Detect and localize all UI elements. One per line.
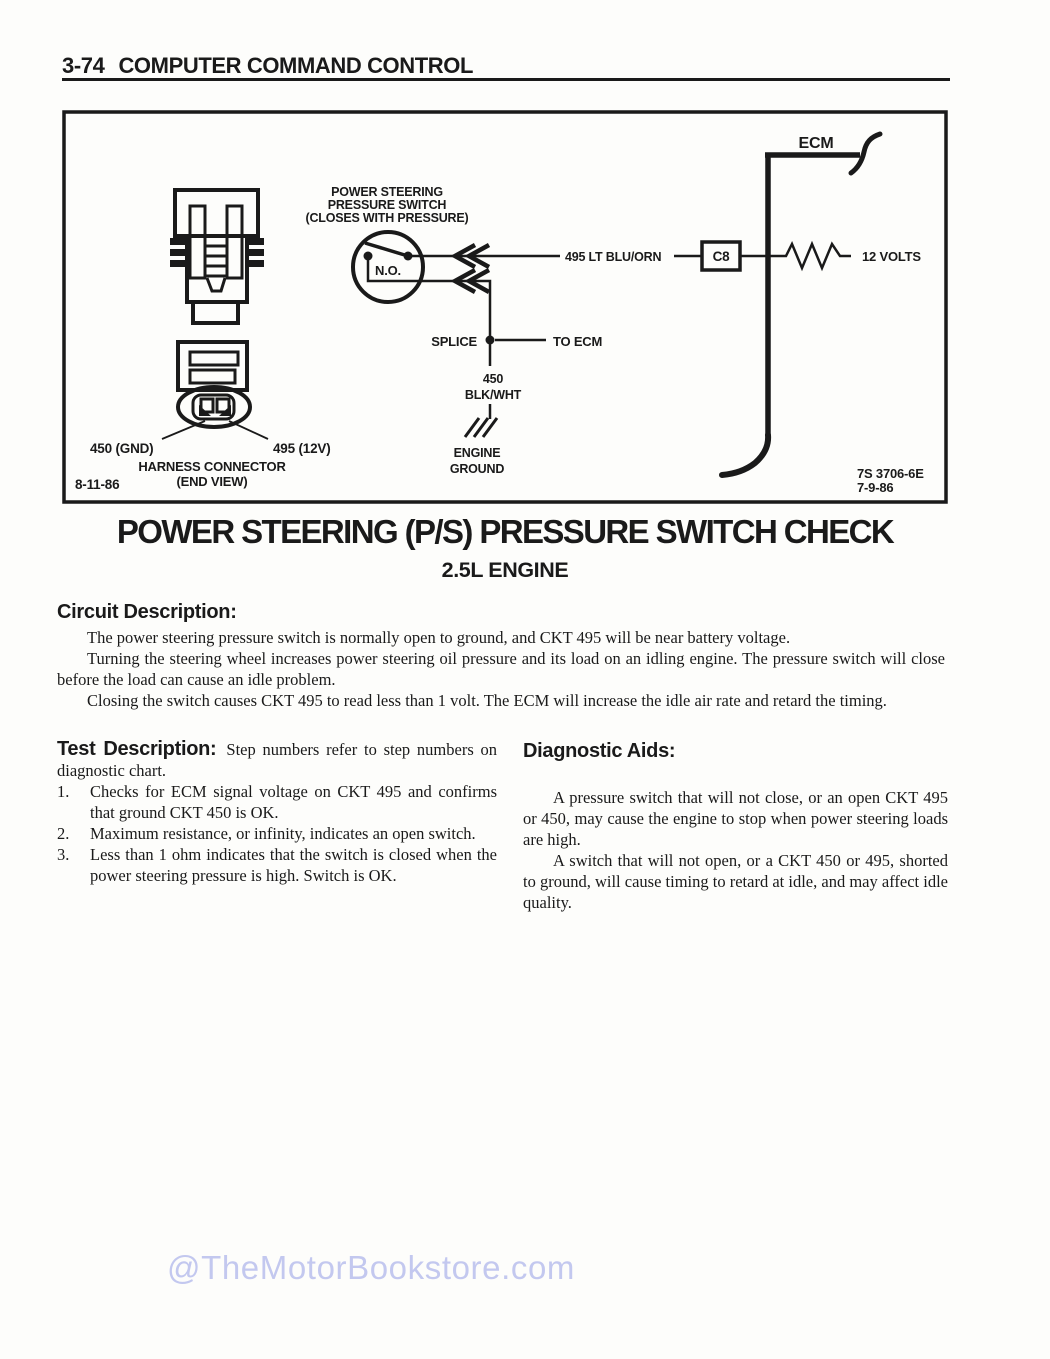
page-subtitle: 2.5L ENGINE [441, 558, 569, 582]
pressure-switch-symbol [351, 230, 492, 366]
test-step-number: 3. [57, 845, 70, 864]
to-ecm-label: TO ECM [553, 334, 602, 349]
wire-450-label1: 450 [483, 372, 504, 386]
wire-450-label2: BLK/WHT [465, 388, 522, 402]
circuit-description-heading: Circuit Description: [57, 601, 237, 623]
switch-label-line1: POWER STEERING [331, 185, 443, 199]
test-step-text: Less than 1 ohm indicates that the switc… [90, 845, 497, 885]
page-number: 3-74 [62, 53, 105, 78]
test-description-intro: Step numbers refer to step numbers on di… [57, 740, 498, 780]
diagram-reference: 7S 3706-6E [857, 466, 924, 481]
test-step-number: 2. [57, 824, 70, 843]
harness-connector-end-view [161, 340, 269, 440]
engine-ground-label2: GROUND [450, 462, 505, 476]
switch-state-label: N.O. [375, 263, 401, 278]
test-description-lead: Test Description:Step numbers refer to s… [57, 739, 497, 781]
resistor-symbol [770, 240, 851, 272]
switch-label-line2: PRESSURE SWITCH [328, 198, 447, 212]
wiring-diagram: POWER STEERING PRESSURE SWITCH (CLOSES W… [62, 110, 948, 504]
ecm-boundary [719, 131, 883, 478]
circuit-description-section: Circuit Description: The power steering … [57, 600, 945, 711]
voltage-label: 12 VOLTS [862, 249, 921, 264]
diagram-border [62, 110, 948, 504]
ground-symbol [463, 417, 499, 438]
diagnostic-aids-paragraph: A pressure switch that will not close, o… [523, 788, 948, 849]
test-description-section: Test Description:Step numbers refer to s… [57, 739, 497, 886]
test-step-text: Checks for ECM signal voltage on CKT 495… [90, 782, 497, 822]
page-title: POWER STEERING (P/S) PRESSURE SWITCH CHE… [116, 513, 895, 550]
connector-c8-label: C8 [713, 249, 731, 264]
engine-ground-label1: ENGINE [454, 446, 501, 460]
terminal-495-label: 495 (12V) [273, 441, 331, 456]
test-step-item: 1. Checks for ECM signal voltage on CKT … [57, 781, 497, 823]
watermark: @TheMotorBookstore.com [167, 1249, 576, 1286]
wire-495-label: 495 LT BLU/ORN [565, 250, 661, 264]
circuit-description-paragraph: The power steering pressure switch is no… [87, 628, 791, 647]
diagnostic-aids-paragraph: A switch that will not open, or a CKT 45… [523, 851, 948, 912]
splice-dot [485, 335, 495, 345]
ecm-label: ECM [799, 135, 834, 152]
splice-label: SPLICE [431, 334, 477, 349]
diagram-date-right: 7-9-86 [857, 480, 893, 495]
test-step-text: Maximum resistance, or infinity, indicat… [90, 824, 476, 843]
test-step-item: 3. Less than 1 ohm indicates that the sw… [57, 844, 497, 886]
diagram-date-left: 8-11-86 [75, 477, 120, 492]
pressure-switch-side-view [170, 188, 264, 325]
terminal-450-label: 450 (GND) [90, 441, 153, 456]
header-rule [62, 78, 950, 81]
test-step-number: 1. [57, 782, 70, 801]
page-header: 3-74 COMPUTER COMMAND CONTROL [62, 53, 473, 79]
harness-connector-label1: HARNESS CONNECTOR [138, 459, 286, 474]
chapter-title: COMPUTER COMMAND CONTROL [118, 53, 474, 78]
circuit-description-paragraph: Closing the switch causes CKT 495 to rea… [87, 691, 887, 710]
switch-label-line3: (CLOSES WITH PRESSURE) [306, 211, 469, 225]
test-step-item: 2. Maximum resistance, or infinity, indi… [57, 823, 497, 844]
diagnostic-aids-section: Diagnostic Aids: A pressure switch that … [523, 739, 948, 913]
circuit-description-paragraph: Turning the steering wheel increases pow… [57, 649, 945, 689]
test-description-heading: Test Description: [57, 738, 217, 760]
diagnostic-aids-heading: Diagnostic Aids: [523, 740, 676, 762]
connector-chevron-icon-top [450, 243, 491, 269]
harness-connector-label2: (END VIEW) [177, 474, 248, 489]
connector-chevron-icon-bottom [450, 268, 491, 294]
